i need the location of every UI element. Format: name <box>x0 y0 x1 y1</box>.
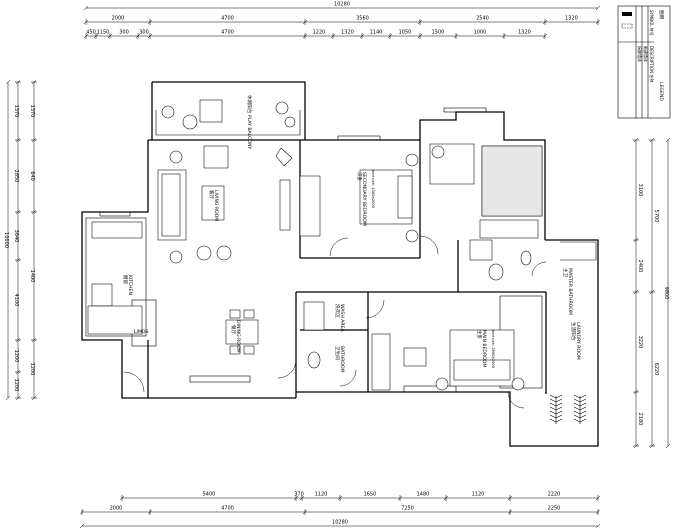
legend-symbol-header: SYMBOL 符号 <box>649 10 655 36</box>
dimension-label: 2000 <box>110 506 123 512</box>
wash-area-label: 洗衣区 <box>334 304 341 318</box>
legend-demolished-wall-swatch <box>621 23 633 29</box>
dimension-label: 4700 <box>221 30 234 36</box>
laundry-room-label: 生活阳台 <box>570 322 577 341</box>
dimension-label: 10000 <box>3 232 9 248</box>
dimension-label: 640 <box>29 171 35 181</box>
main-bed-size: bed size: 1800X2000 <box>491 330 495 369</box>
dimension-label: 9800 <box>663 287 669 300</box>
dimension-chain-left_row1: 1370 2850 3640 4100 1200 1200 <box>13 79 21 401</box>
dimension-chain-bottom_row2: 2000 4700 7250 2250 <box>79 506 601 515</box>
dimension-chain-right_total: 9800 <box>663 137 671 449</box>
dimension-label: 300 <box>119 30 129 36</box>
dimension-label: 2220 <box>548 492 561 498</box>
dimension-label: 1220 <box>313 30 326 36</box>
dimension-label: 2400 <box>637 260 643 273</box>
dimension-label: 1320 <box>565 16 578 22</box>
dimension-label: 1370 <box>13 105 19 118</box>
dimension-label: 370 <box>294 492 304 498</box>
kitchen-en-label: KITCHEN <box>127 275 133 295</box>
dimension-label: 2850 <box>13 170 19 183</box>
dimension-label: 2180 <box>637 413 643 426</box>
kitchen-label: 厨房 <box>122 275 129 285</box>
legend-title: 图例 <box>658 10 665 20</box>
dimension-label: 1650 <box>364 492 377 498</box>
dimension-label: 4700 <box>221 506 234 512</box>
legend-row-demolished-wall: 拆除墙体 <box>637 46 643 62</box>
dimension-chain-bottom_row1: 5400 370 1120 1650 1480 1120 2220 <box>119 492 601 501</box>
dimension-label: 3640 <box>13 230 19 243</box>
dimension-chain-left_total: 10000 <box>3 79 11 401</box>
dimension-label: 450 <box>86 30 96 36</box>
dimension-label: 1050 <box>399 30 412 36</box>
dimension-label: 3560 <box>356 16 369 22</box>
dimension-chain-right_row2: 5700 6220 <box>649 137 659 449</box>
legend-row-new-wall: 新建墙体 <box>643 46 649 62</box>
dimension-label: 1140 <box>370 30 383 36</box>
laundry-racks <box>549 394 587 424</box>
kitchen-tag: LIMOS <box>134 329 148 335</box>
dimension-chain-right_row1: 3100 2400 3220 2180 <box>633 137 643 449</box>
dimension-label: 2250 <box>548 506 561 512</box>
legend-title-en: LEGEND <box>658 82 664 101</box>
wash-area-en-label: WASH AREA <box>339 304 345 333</box>
master-bathroom-label: 主卫 <box>562 268 569 278</box>
room-labels: 休闲阳台 PLAY BALCONY 客厅 LIVING ROOM 厨房 KITC… <box>122 95 581 373</box>
living-room-label: 客厅 <box>208 190 215 200</box>
dimension-label: 1150 <box>97 30 110 36</box>
bathroom-label: 卫生间 <box>334 346 341 360</box>
dining-room-en-label: DINING ROOM <box>235 320 241 353</box>
door-swings <box>123 235 547 409</box>
dimension-label: 10280 <box>334 2 350 8</box>
legend-description-header: DESCRIPTION 名称 <box>649 46 655 82</box>
dimension-label: 1480 <box>417 492 430 498</box>
living-room-en-label: LIVING ROOM <box>213 190 219 221</box>
dimension-chain-top_row1: 2000 4700 3560 2540 1320 <box>83 16 601 25</box>
bathroom-en-label: BATHROOM <box>339 346 345 373</box>
dimension-label: 3220 <box>637 336 643 349</box>
furniture <box>87 99 543 391</box>
main-bedroom-en-label: MAIN BEDROOM <box>481 330 487 367</box>
secondary-bedroom-label: 次卧 <box>356 172 363 182</box>
legend-new-wall-swatch <box>622 12 632 16</box>
master-bathroom-en-label: MASTER BATHROOM <box>567 268 573 315</box>
walls <box>81 81 599 447</box>
dimension-label: 4700 <box>221 16 234 22</box>
bedroom-floor-hatch <box>481 145 543 217</box>
legend: 图例 LEGEND SYMBOL 符号 DESCRIPTION 名称 新建墙体 … <box>617 5 671 119</box>
dimension-label: 1000 <box>474 30 487 36</box>
dimension-label: 10280 <box>332 520 348 526</box>
dimension-label: 4100 <box>13 294 19 307</box>
dimension-label: 7250 <box>401 506 414 512</box>
dimension-label: 1400 <box>29 270 35 283</box>
dimension-label: 5400 <box>203 492 216 498</box>
dimension-label: 5700 <box>653 210 659 223</box>
dimension-label: 1320 <box>518 30 531 36</box>
dimension-label: 2540 <box>476 16 489 22</box>
balcony-label: 休闲阳台 PLAY BALCONY <box>246 95 253 149</box>
dimension-label: 1120 <box>315 492 328 498</box>
dimension-label: 1200 <box>13 350 19 363</box>
dimension-chain-top_total: 10280 <box>83 2 601 11</box>
dimension-label: 3100 <box>637 184 643 197</box>
dimension-label: 1370 <box>29 105 35 118</box>
dimension-label: 1120 <box>472 492 485 498</box>
dimension-label: 6220 <box>653 363 659 376</box>
dining-room-label: 餐厅 <box>230 325 237 335</box>
secondary-bedroom-en-label: SECONDARY BEDROOM <box>361 172 367 226</box>
dimension-chain-left_row2: 1370 640 1400 1200 <box>29 79 37 401</box>
dimension-label: 2000 <box>112 16 125 22</box>
dimension-label: 1500 <box>432 30 445 36</box>
laundry-room-en-label: LAUNDRY ROOM <box>575 322 581 360</box>
secondary-bed-size: bed size: 1500X2000 <box>371 170 375 209</box>
dimension-label: 1320 <box>341 30 354 36</box>
dimension-label: 1200 <box>13 379 19 392</box>
dimension-label: 300 <box>139 30 149 36</box>
dimension-label: 1200 <box>29 363 35 376</box>
dimension-chain-bottom_total: 10280 <box>79 520 601 529</box>
main-bedroom-label: 主卧 <box>476 330 483 340</box>
